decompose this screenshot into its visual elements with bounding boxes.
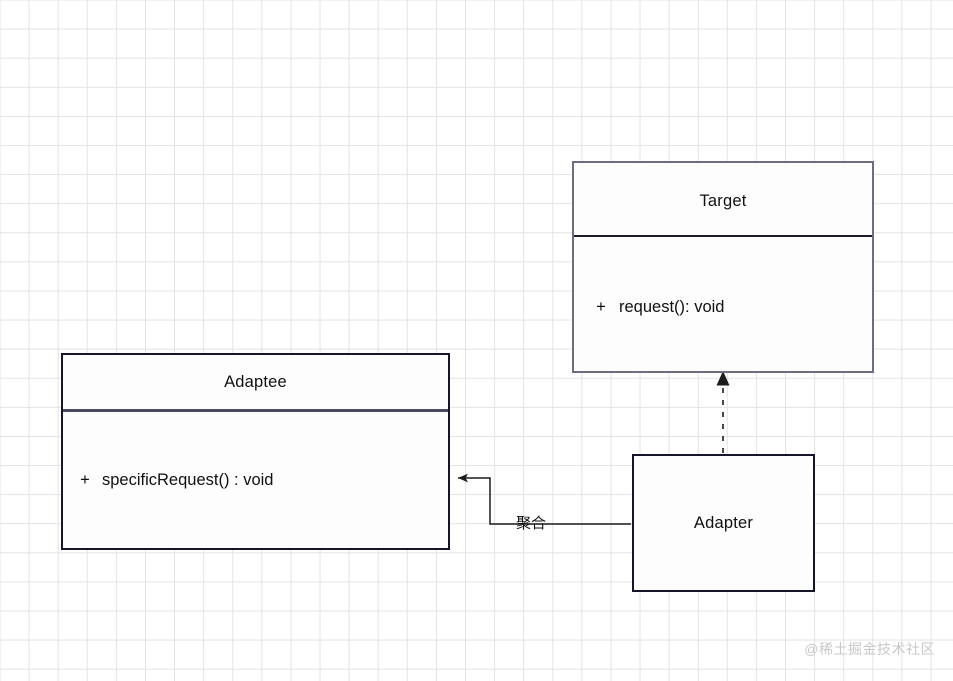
- relation-realization: [716, 371, 730, 453]
- member-visibility: +: [80, 471, 90, 489]
- class-name-adaptee: Adaptee: [224, 373, 287, 391]
- aggregation-polyline: [458, 473, 631, 525]
- class-member-row: + specificRequest() : void: [68, 471, 274, 490]
- class-section-divider: [63, 409, 448, 412]
- class-box-target[interactable]: Target + request(): void: [572, 161, 874, 373]
- relation-aggregation: [458, 473, 631, 525]
- class-name-target: Target: [699, 192, 747, 210]
- class-member-row: + request(): void: [583, 298, 724, 317]
- class-box-adaptee[interactable]: Adaptee + specificRequest() : void: [61, 353, 450, 550]
- member-visibility: +: [596, 298, 606, 316]
- class-section-divider: [574, 235, 872, 237]
- member-signature: request(): void: [619, 298, 725, 316]
- relation-label-aggregation: 聚合: [516, 515, 547, 532]
- watermark: @稀土掘金技术社区: [804, 641, 935, 657]
- member-signature: specificRequest() : void: [102, 471, 274, 489]
- class-box-adapter[interactable]: Adapter: [632, 454, 815, 592]
- realization-triangle-head: [716, 371, 730, 386]
- class-name-adapter: Adapter: [693, 513, 754, 532]
